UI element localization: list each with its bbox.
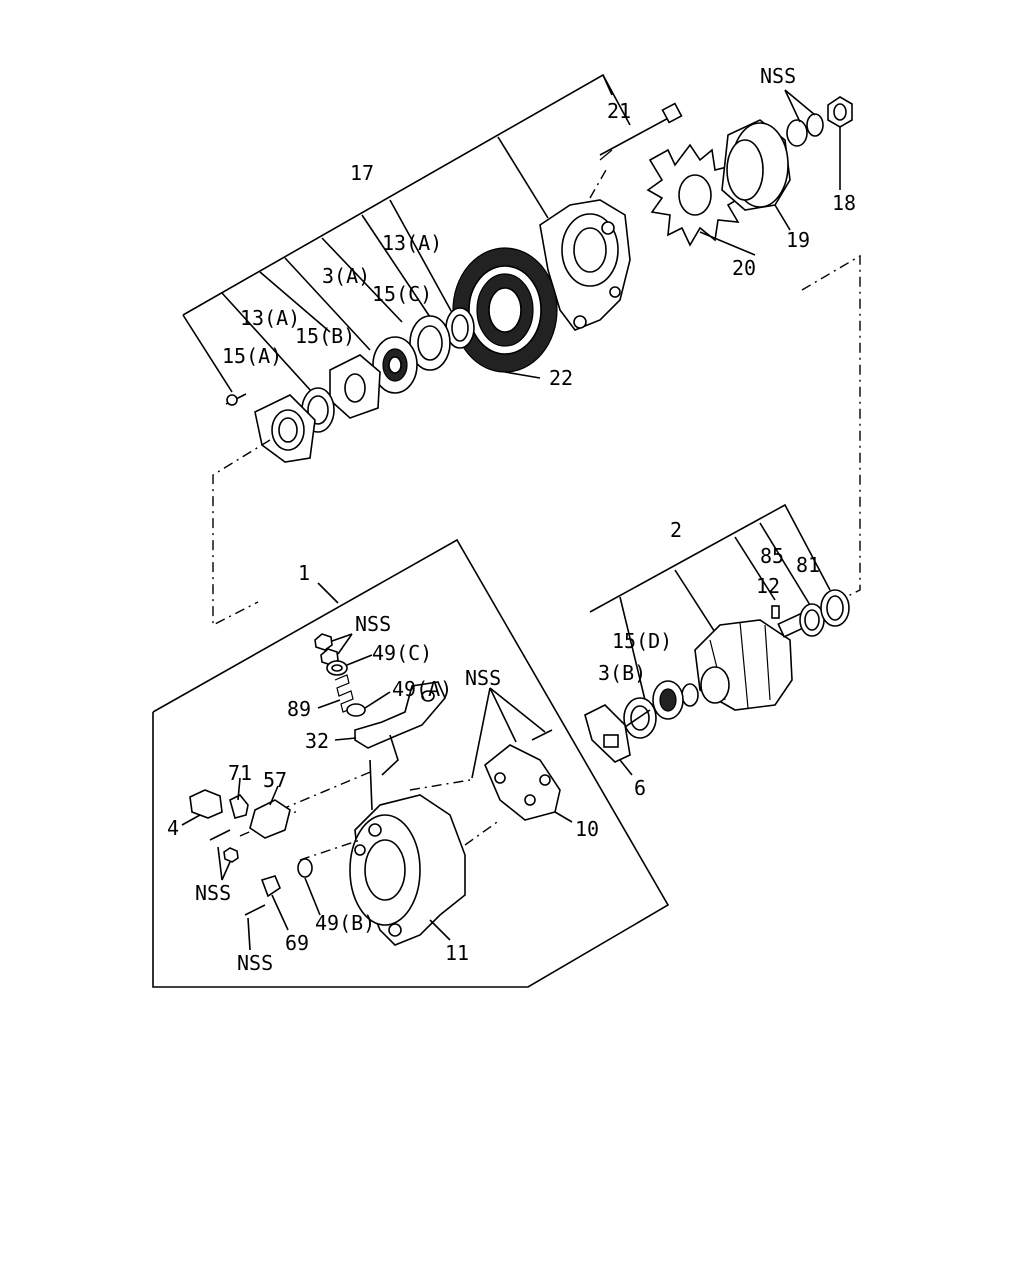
- label-15d: 15(D): [612, 629, 672, 653]
- label-nss-left: NSS: [195, 881, 231, 905]
- label-13a-left: 13(A): [240, 306, 300, 330]
- label-3a: 3(A): [322, 264, 370, 288]
- label-4: 4: [167, 816, 179, 840]
- rotor-leader-lines: [589, 503, 831, 701]
- upper-leader-lines: [182, 73, 631, 393]
- label-21: 21: [607, 99, 631, 123]
- fan-pulley-group: [646, 89, 853, 256]
- callout-labels: 21 NSS 18 17 13(A) 3(A) 15(C) 13(A) 15(B…: [167, 64, 856, 975]
- assembly-link-lines: [212, 169, 861, 627]
- label-3b: 3(B): [598, 661, 646, 685]
- label-10: 10: [575, 817, 599, 841]
- label-15b: 15(B): [295, 324, 355, 348]
- label-32: 32: [305, 729, 329, 753]
- label-15a: 15(A): [222, 344, 282, 368]
- label-57: 57: [263, 768, 287, 792]
- label-nss-mid: NSS: [355, 612, 391, 636]
- label-89: 89: [287, 697, 311, 721]
- label-1: 1: [298, 561, 310, 585]
- label-nss-bottom: NSS: [237, 951, 273, 975]
- label-69: 69: [285, 931, 309, 955]
- through-bolt-21: [599, 102, 683, 161]
- label-22: 22: [549, 366, 573, 390]
- label-49c: 49(C): [372, 641, 432, 665]
- label-15c: 15(C): [372, 282, 432, 306]
- label-49b: 49(B): [315, 911, 375, 935]
- label-71: 71: [228, 761, 252, 785]
- rear-assembly-frame: [152, 538, 670, 988]
- label-49a: 49(A): [392, 677, 452, 701]
- label-11: 11: [445, 941, 469, 965]
- label-19: 19: [786, 228, 810, 252]
- label-17: 17: [350, 161, 374, 185]
- label-2: 2: [670, 518, 682, 542]
- label-18: 18: [832, 191, 856, 215]
- rotor-2: [623, 589, 850, 739]
- label-6: 6: [634, 776, 646, 800]
- label-nss-right: NSS: [465, 666, 501, 690]
- stator-22: [452, 247, 558, 379]
- label-nss-top: NSS: [760, 64, 796, 88]
- regulator-6: [584, 704, 633, 776]
- rear-assembly-parts: [181, 633, 573, 951]
- label-20: 20: [732, 256, 756, 280]
- label-13a-top: 13(A): [382, 231, 442, 255]
- upper-washers: [225, 307, 475, 463]
- label-12: 12: [756, 574, 780, 598]
- label-85: 85: [760, 544, 784, 568]
- label-81: 81: [796, 553, 820, 577]
